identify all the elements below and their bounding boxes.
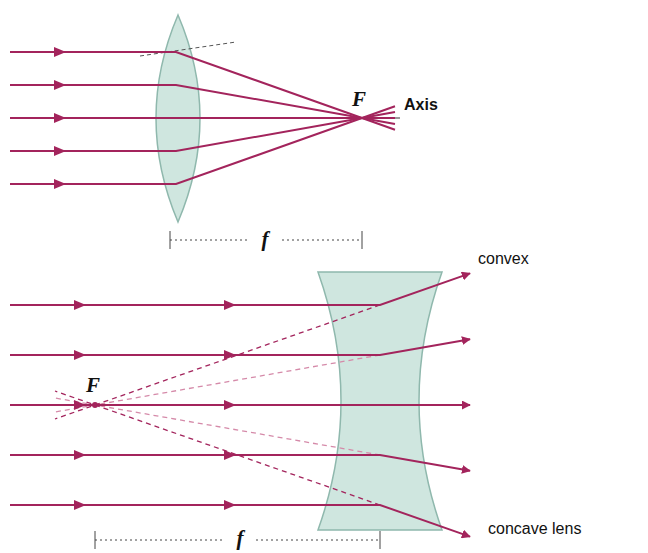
focal-length-label: f bbox=[258, 228, 273, 251]
focal-point bbox=[92, 402, 98, 408]
axis-label: Axis bbox=[404, 96, 438, 114]
concave-lens bbox=[318, 272, 442, 530]
optical-axis bbox=[10, 117, 400, 119]
focal-length-label: f bbox=[233, 527, 248, 550]
ray-arrowheads bbox=[54, 47, 66, 189]
ray-arrowheads bbox=[74, 300, 236, 510]
focal-point-label: F bbox=[86, 374, 100, 397]
concave-rays bbox=[10, 273, 470, 536]
normal-line bbox=[140, 42, 236, 56]
focal-point-label: F bbox=[352, 88, 366, 111]
convex-rays bbox=[10, 52, 395, 184]
lens-type-label: convex bbox=[478, 250, 529, 268]
lens-type-label: concave lens bbox=[488, 520, 581, 538]
